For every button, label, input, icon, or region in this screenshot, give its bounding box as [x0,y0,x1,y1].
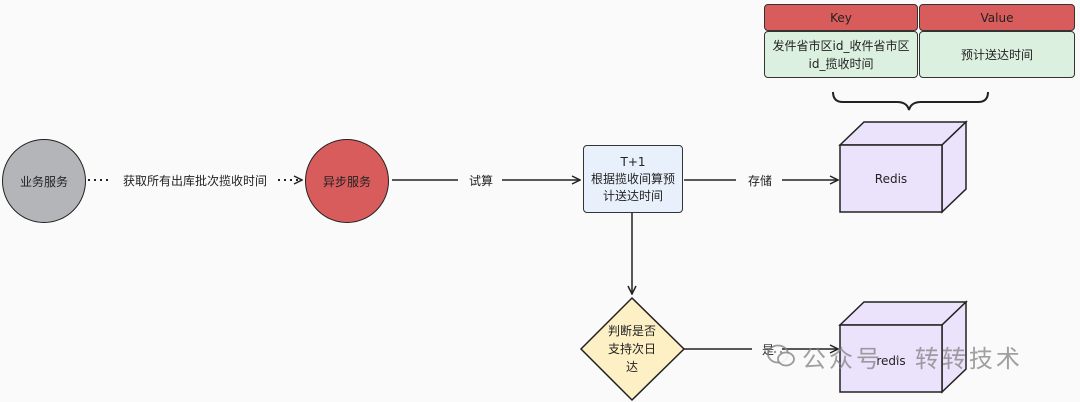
redis-cube-top [838,120,968,214]
decision-line-1: 判断是否 [607,324,656,338]
async-service-node: 异步服务 [305,139,389,223]
edge-yes-label: 是 [754,340,782,358]
kv-value-header: Value [919,4,1075,31]
decision-label: 判断是否 支持次日 达 [590,320,674,378]
edge-calc-label: 试算 [460,171,502,189]
process-line-2: 根据揽收间算预 [590,171,675,186]
kv-key-line-2: id_揽收时间 [808,56,874,71]
process-line-3: 计送达时间 [602,188,663,203]
wechat-icon [767,344,795,367]
business-service-node: 业务服务 [2,139,86,223]
process-line-1: T+1 [620,154,646,169]
business-service-label: 业务服务 [19,174,68,189]
edge-fetch-label: 获取所有出库批次揽收时间 [116,171,274,189]
decision-line-2: 支持次日 [607,342,656,356]
kv-key-header: Key [764,4,918,31]
kv-brace [832,91,989,111]
decision-diamond [579,296,686,402]
kv-value-cell: 预计送达时间 [919,31,1075,78]
kv-key-cell: 发件省市区id_收件省市区 id_揽收时间 [764,31,918,78]
watermark: 公众号 · 转转技术 [766,338,1066,374]
redis-bottom-label: redis [876,353,906,368]
watermark-text: 公众号 · 转转技术 [802,344,1023,373]
async-service-label: 异步服务 [322,174,371,189]
decision-line-3: 达 [625,360,638,374]
redis-top-label: Redis [874,171,908,186]
kv-key-line-1: 发件省市区id_收件省市区 [772,38,910,53]
edge-store-label: 存储 [738,171,782,189]
redis-cube-bottom [838,300,968,394]
process-box: T+1 根据揽收间算预 计送达时间 [583,145,683,213]
